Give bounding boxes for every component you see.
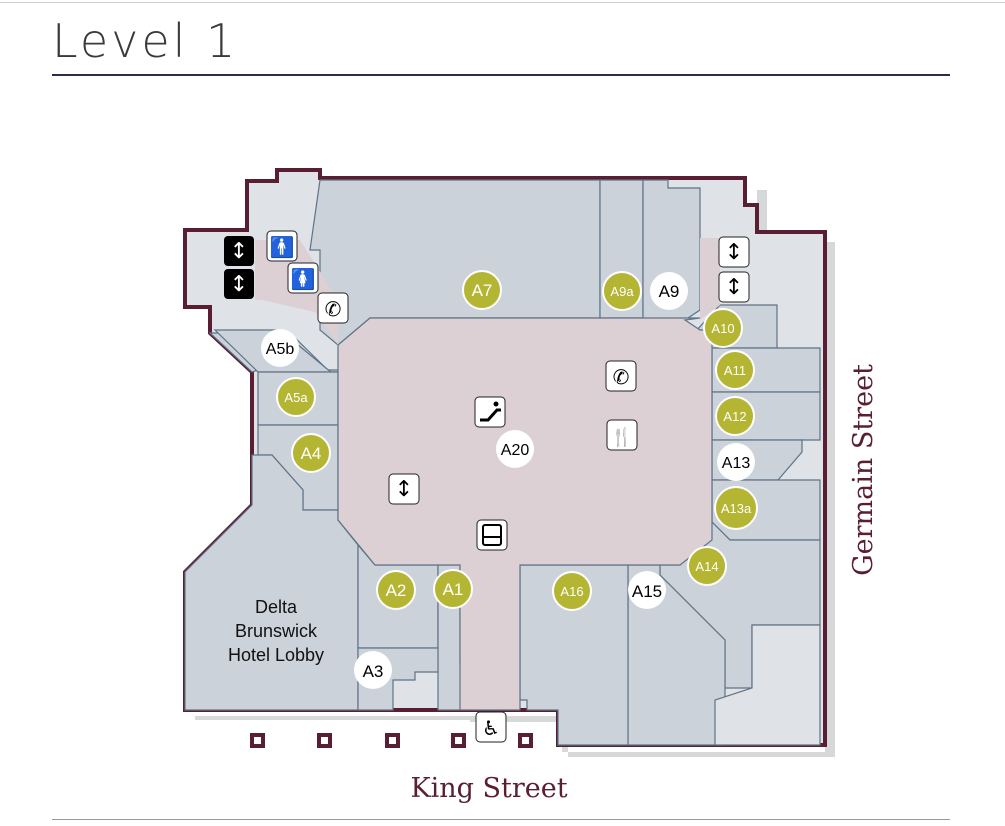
lobby-label: Delta Brunswick Hotel Lobby	[228, 597, 324, 665]
lobby-area[interactable]	[184, 454, 359, 711]
svg-text:✆: ✆	[325, 297, 342, 321]
elevator-icon: ↕	[718, 271, 750, 303]
elevator-icon: ↕	[224, 269, 254, 299]
service-area-se	[714, 624, 821, 746]
svg-text:A12: A12	[723, 409, 746, 424]
street-label-germain: Germain Street	[848, 364, 879, 576]
title-rule	[52, 74, 950, 76]
corridor-ne	[700, 238, 720, 320]
entrance-marker-icon	[385, 733, 400, 748]
svg-text:A20: A20	[501, 442, 530, 459]
entrance-markers	[250, 733, 533, 748]
unit-badge-A20[interactable]: A20	[496, 430, 534, 468]
svg-text:A3: A3	[363, 662, 384, 681]
unit-badge-A9[interactable]: A9	[650, 272, 688, 310]
svg-text:↕: ↕	[725, 275, 743, 300]
mens-restroom-icon: 🚹	[266, 230, 298, 262]
entrance-marker-icon	[518, 733, 533, 748]
svg-text:A5b: A5b	[266, 341, 295, 358]
unit-badge-A11[interactable]: A11	[715, 350, 755, 390]
unit-badge-A14[interactable]: A14	[687, 546, 727, 586]
unit-badge-A13a[interactable]: A13a	[714, 486, 758, 530]
svg-text:A16: A16	[560, 584, 583, 599]
svg-text:A9a: A9a	[610, 284, 634, 299]
stroller-icon	[476, 519, 508, 551]
corridor	[337, 317, 713, 711]
svg-text:🚹: 🚹	[270, 235, 295, 259]
unit-badge-A10[interactable]: A10	[703, 308, 743, 348]
svg-text:A13a: A13a	[721, 501, 752, 516]
unit-badge-A1[interactable]: A1	[433, 569, 473, 609]
svg-text:A13: A13	[722, 455, 751, 472]
phone-icon: ✆	[317, 292, 349, 324]
svg-text:A11: A11	[724, 363, 746, 378]
svg-text:A2: A2	[386, 581, 407, 600]
svg-text:A5a: A5a	[284, 390, 308, 405]
svg-text:♿: ♿	[482, 716, 500, 740]
phone-icon: ✆	[605, 360, 637, 392]
unit-badge-A9a[interactable]: A9a	[602, 271, 642, 311]
top-border	[0, 2, 1005, 3]
escalator-icon	[474, 396, 506, 428]
svg-text:A9: A9	[659, 282, 680, 301]
elevator-icon: ↕	[718, 236, 750, 268]
svg-text:↕: ↕	[395, 477, 413, 502]
svg-text:Hotel Lobby: Hotel Lobby	[228, 645, 324, 665]
svg-text:Brunswick: Brunswick	[235, 621, 318, 641]
svg-text:A4: A4	[301, 444, 322, 463]
svg-text:🚺: 🚺	[291, 267, 316, 291]
food-court-icon: 🍴	[606, 419, 638, 451]
unit-badge-A16[interactable]: A16	[552, 571, 592, 611]
svg-text:A10: A10	[711, 321, 734, 336]
entrance-marker-icon	[250, 733, 265, 748]
unit-badge-A13[interactable]: A13	[717, 443, 755, 481]
unit-badge-A5a[interactable]: A5a	[276, 377, 316, 417]
svg-text:Delta: Delta	[255, 597, 298, 617]
svg-text:A1: A1	[443, 580, 464, 599]
accessible-entrance-icon: ♿	[475, 711, 507, 743]
elevator-icon: ↕	[224, 236, 254, 266]
unit-badge-A12[interactable]: A12	[715, 396, 755, 436]
unit-badge-A7[interactable]: A7	[462, 270, 502, 310]
unit-badge-A4[interactable]: A4	[291, 433, 331, 473]
bottom-rule	[52, 819, 950, 820]
page-title: Level 1	[52, 14, 239, 68]
unit-badge-A15[interactable]: A15	[628, 571, 666, 609]
womens-restroom-icon: 🚺	[287, 262, 319, 294]
svg-text:✆: ✆	[613, 365, 630, 389]
svg-text:A7: A7	[472, 281, 493, 300]
elevator-icon: ↕	[388, 473, 420, 505]
entrance-marker-icon	[317, 733, 332, 748]
svg-text:↕: ↕	[230, 239, 248, 264]
svg-text:↕: ↕	[230, 272, 248, 297]
unit-badge-A2[interactable]: A2	[376, 570, 416, 610]
unit-A16[interactable]	[519, 564, 629, 746]
svg-text:A14: A14	[695, 559, 718, 574]
svg-text:↕: ↕	[725, 240, 743, 265]
unit-badge-A3[interactable]: A3	[354, 651, 392, 689]
svg-text:🍴: 🍴	[611, 426, 633, 448]
street-label-king: King Street	[410, 773, 567, 804]
entrance-marker-icon	[451, 733, 466, 748]
unit-badge-A5b[interactable]: A5b	[261, 329, 299, 367]
svg-text:A15: A15	[632, 582, 662, 601]
